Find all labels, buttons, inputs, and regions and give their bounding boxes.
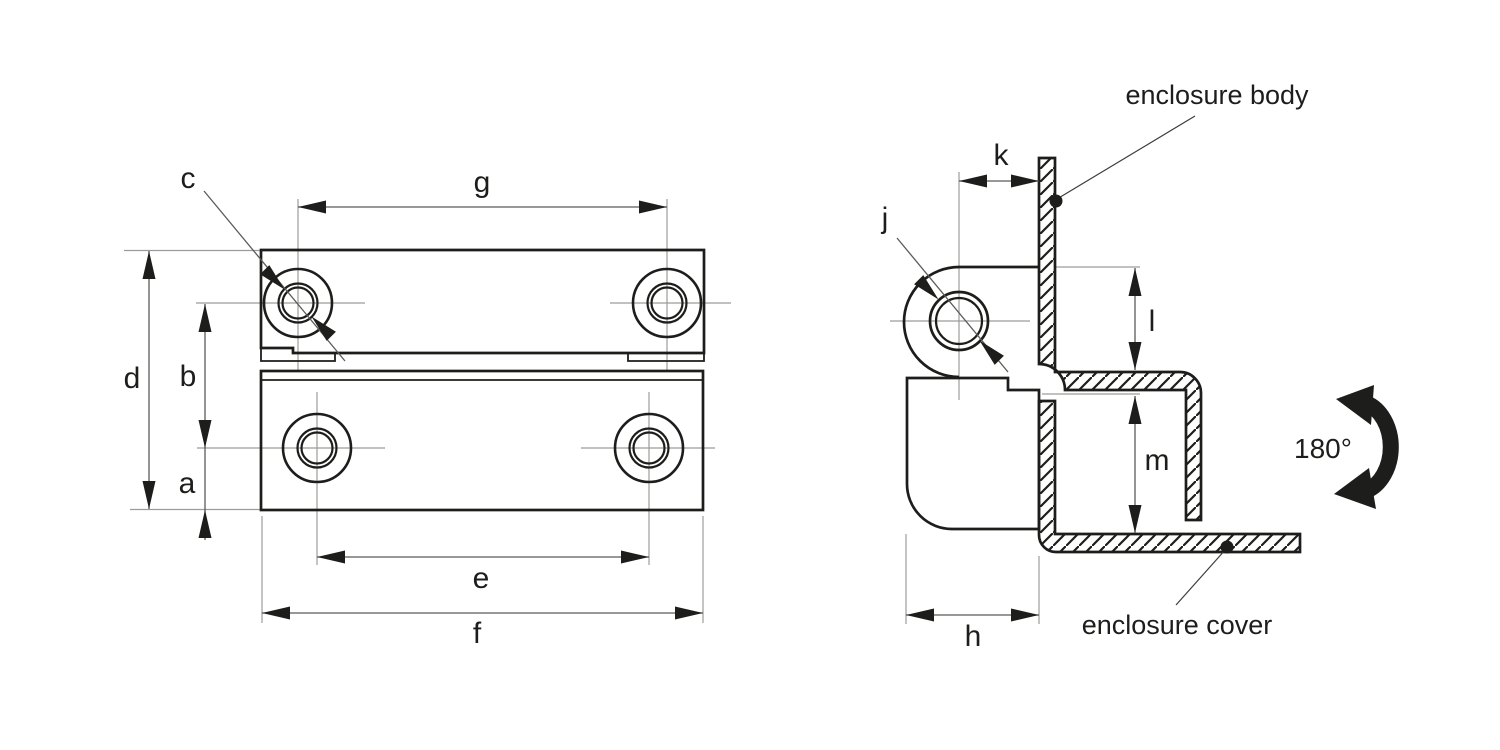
cover-leader-dot: [1220, 540, 1234, 554]
dim-label-j: j: [881, 202, 889, 235]
front-dimension-lines: [148, 190, 703, 614]
screw-holes: [262, 267, 703, 484]
side-extension-lines: [890, 172, 1140, 624]
slot-tab-left: [260, 348, 336, 362]
bottom-leaf: [259, 369, 705, 512]
enclosure-cover-label: enclosure cover: [1082, 610, 1273, 640]
front-extension-lines: [124, 199, 731, 623]
front-view: a b c d e f g: [124, 162, 731, 650]
hole-bottom-right: [613, 412, 685, 484]
side-view: h j k l m 180° enclosure body enclosure …: [881, 80, 1399, 653]
dim-label-c: c: [181, 162, 196, 195]
hole-bottom-left: [281, 412, 353, 484]
front-arrowheads: [142, 200, 703, 620]
annotation-leaders: [1049, 115, 1234, 606]
enclosure-body-section: [1037, 156, 1203, 522]
dim-label-k: k: [994, 139, 1010, 172]
dim-label-f: f: [473, 617, 482, 650]
dim-label-e: e: [473, 562, 490, 595]
rotation-angle-label: 180°: [1294, 433, 1352, 464]
enclosure-body-label: enclosure body: [1125, 80, 1309, 110]
dim-label-a: a: [179, 467, 196, 500]
dim-label-g: g: [474, 166, 491, 199]
side-arrowheads: [906, 174, 1142, 622]
hole-top-left: [262, 267, 334, 339]
slot-tab-right: [627, 353, 705, 362]
dim-label-l: l: [1149, 305, 1156, 338]
dim-label-b: b: [180, 360, 197, 393]
hinge-pin: [928, 290, 990, 352]
hinge-lower-leaf-profile: [905, 376, 1041, 531]
hole-top-right: [631, 267, 703, 339]
body-leader-dot: [1049, 194, 1063, 208]
dim-label-h: h: [965, 620, 982, 653]
hinge-knuckle-profile: [902, 265, 1039, 379]
enclosure-cover-section: [1037, 399, 1302, 554]
dim-label-m: m: [1145, 444, 1170, 477]
dim-label-d: d: [124, 362, 141, 395]
rotation-arrow: [1334, 385, 1399, 509]
